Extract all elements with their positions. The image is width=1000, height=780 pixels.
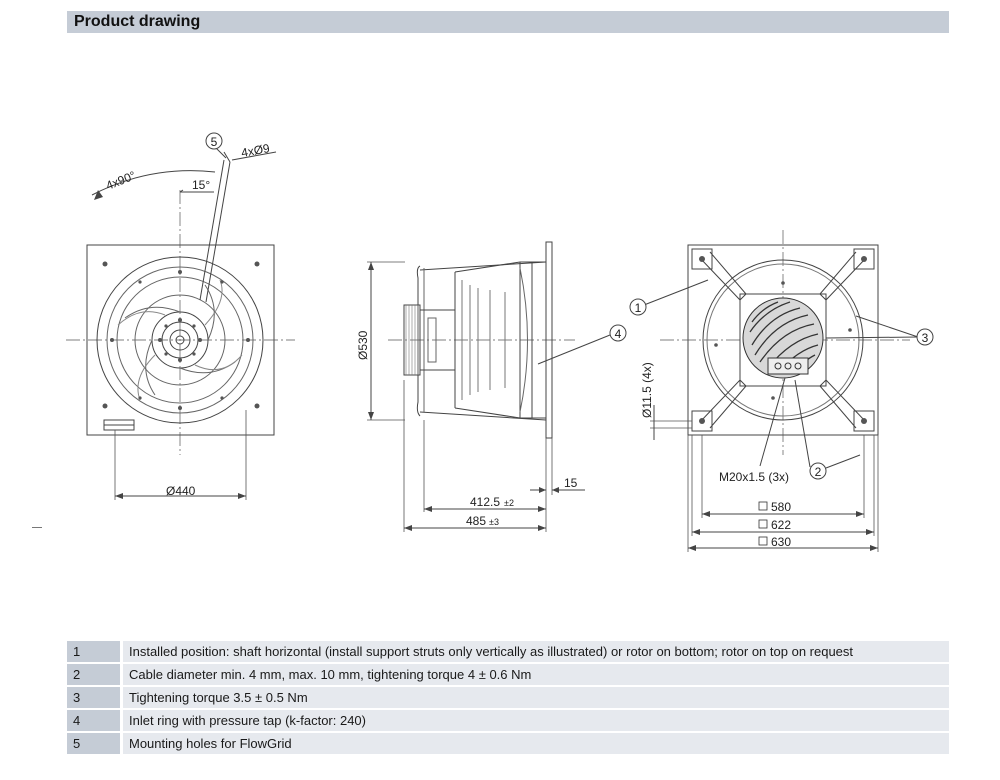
legend-row: 4 Inlet ring with pressure tap (k-factor… <box>67 709 949 733</box>
legend-row: 3 Tightening torque 3.5 ± 0.5 Nm <box>67 686 949 710</box>
product-drawing: 5 4x90° 15° 4xØ9 Ø440 Ø530 4 <box>66 132 934 552</box>
legend-number: 5 <box>67 732 122 756</box>
legend-text: Mounting holes for FlowGrid <box>120 732 949 756</box>
legend-number: 3 <box>67 686 122 710</box>
dim-485: 485 <box>466 514 486 528</box>
margin-mark <box>32 527 42 528</box>
callout-5: 5 <box>211 135 218 149</box>
rear-view: 1 3 2 M20x1.5 (3x) Ø11.5 (4x) 580 <box>629 230 934 552</box>
hole-label-11-5: Ø11.5 (4x) <box>640 362 654 418</box>
dim-412-tolerance: ±2 <box>504 498 514 508</box>
callout-4: 4 <box>615 327 622 341</box>
legend-number: 1 <box>67 641 122 664</box>
callout-3: 3 <box>922 331 929 345</box>
legend-text: Tightening torque 3.5 ± 0.5 Nm <box>120 686 949 710</box>
legend-text: Installed position: shaft horizontal (in… <box>120 641 949 664</box>
dim-15: 15 <box>564 476 578 490</box>
angle-label-15: 15° <box>192 178 210 192</box>
legend-text: Cable diameter min. 4 mm, max. 10 mm, ti… <box>120 663 949 687</box>
legend-row: 5 Mounting holes for FlowGrid <box>67 732 949 756</box>
diameter-label-530: Ø530 <box>356 330 370 360</box>
dim-622: 622 <box>771 518 791 532</box>
side-view: Ø530 4 15 412.5 ±2 485 ±3 <box>356 241 627 532</box>
dim-580: 580 <box>771 500 791 514</box>
front-view: 5 4x90° 15° 4xØ9 Ø440 <box>66 132 295 500</box>
legend-row: 1 Installed position: shaft horizontal (… <box>67 641 949 664</box>
section-title: Product drawing <box>74 13 201 30</box>
section-header: Product drawing <box>67 11 949 33</box>
legend-number: 2 <box>67 663 122 687</box>
dim-485-tolerance: ±3 <box>489 517 499 527</box>
thread-label: M20x1.5 (3x) <box>719 470 789 484</box>
callout-2: 2 <box>815 465 822 479</box>
legend-number: 4 <box>67 709 122 733</box>
legend-row: 2 Cable diameter min. 4 mm, max. 10 mm, … <box>67 663 949 687</box>
dim-630: 630 <box>771 535 791 549</box>
dim-412: 412.5 <box>470 495 500 509</box>
callout-1: 1 <box>635 301 642 315</box>
angle-label-4x90: 4x90° <box>104 168 138 193</box>
legend-text: Inlet ring with pressure tap (k-factor: … <box>120 709 949 733</box>
diameter-label-440: Ø440 <box>166 484 196 498</box>
hole-label-4x9: 4xØ9 <box>240 141 271 160</box>
legend-table: 1 Installed position: shaft horizontal (… <box>67 641 949 756</box>
